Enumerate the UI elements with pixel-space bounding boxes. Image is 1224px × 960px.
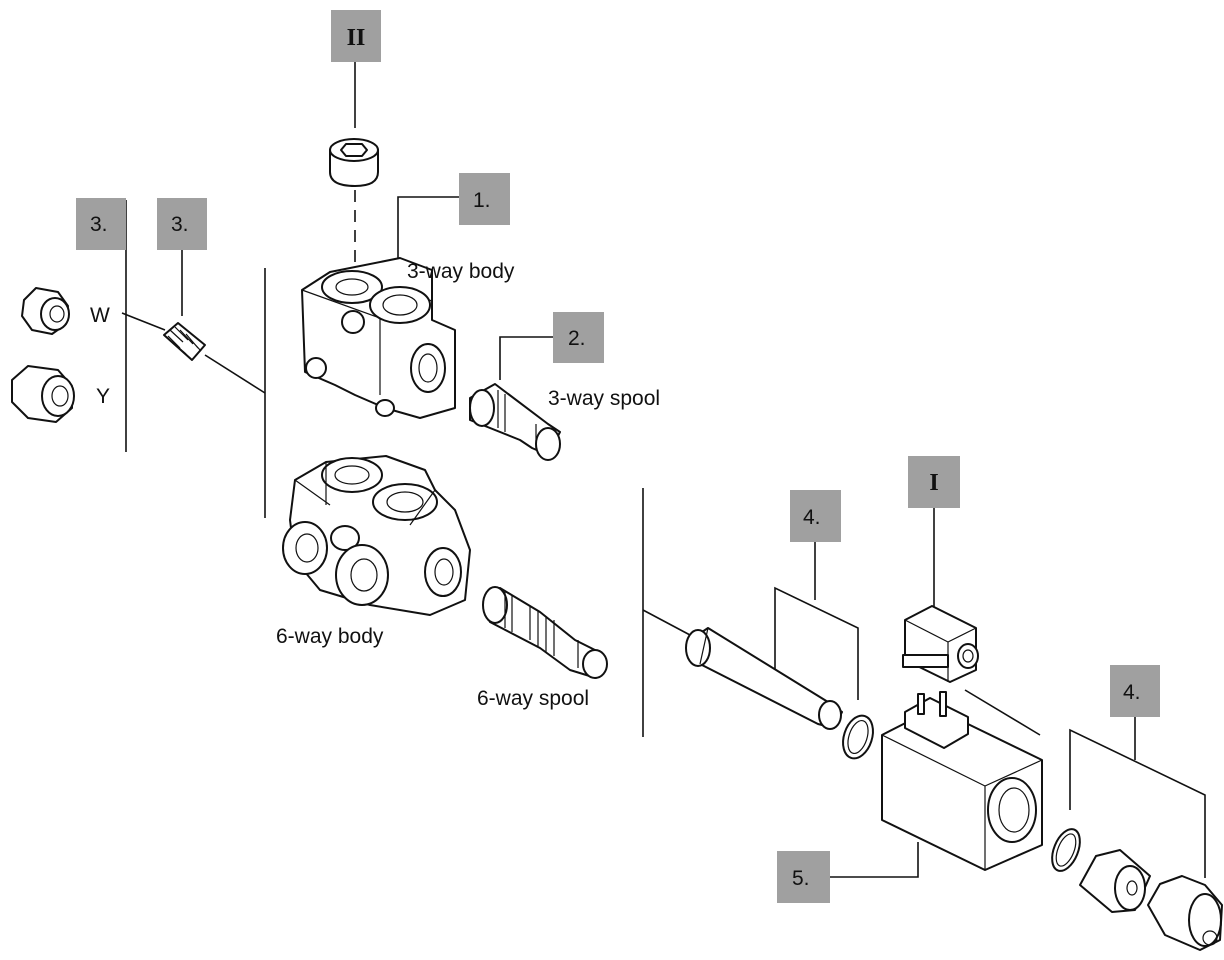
- tube-part: [685, 627, 843, 730]
- tag-3-spring: 3.: [157, 198, 207, 250]
- label-3way-spool: 3-way spool: [548, 387, 660, 410]
- adjuster-y-part: [11, 365, 75, 423]
- label-3way-body: 3-way body: [407, 260, 515, 283]
- svg-text:I: I: [929, 470, 938, 496]
- svg-text:3.: 3.: [171, 213, 189, 236]
- tag-3-left: 3.: [76, 198, 126, 250]
- svg-text:II: II: [347, 25, 366, 51]
- o-ring-right-part: [1051, 828, 1081, 872]
- cap-part: [1147, 875, 1223, 951]
- tag-2: 2.: [553, 312, 604, 363]
- body-6way-part: [282, 455, 471, 616]
- spool-6way-part: [482, 586, 608, 679]
- coil-part: [881, 691, 1043, 871]
- spool-3way-part: [469, 383, 561, 461]
- adjuster-w-part: [21, 287, 70, 335]
- connector-part: [902, 605, 979, 683]
- tag-5: 5.: [777, 851, 830, 903]
- nut-part: [1079, 849, 1151, 913]
- svg-text:5.: 5.: [792, 867, 810, 890]
- leader-lines: [121, 62, 1206, 878]
- svg-text:4.: 4.: [1123, 681, 1141, 704]
- o-ring-left-part: [842, 714, 874, 760]
- svg-text:4.: 4.: [803, 506, 821, 529]
- label-6way-spool: 6-way spool: [477, 687, 589, 710]
- plug-part: [329, 138, 379, 187]
- svg-text:3.: 3.: [90, 213, 108, 236]
- label-variant-y: Y: [96, 385, 110, 408]
- label-6way-body: 6-way body: [276, 625, 384, 648]
- tag-i: I: [908, 456, 960, 508]
- body-3way-part: [301, 257, 456, 419]
- svg-text:2.: 2.: [568, 327, 586, 350]
- label-variant-w: W: [90, 304, 110, 327]
- tag-1: 1.: [459, 173, 510, 225]
- tag-4-tube: 4.: [790, 490, 841, 542]
- svg-text:1.: 1.: [473, 189, 491, 212]
- spring-part: [163, 322, 206, 361]
- tag-4-nut: 4.: [1110, 665, 1160, 717]
- tag-ii: II: [331, 10, 381, 62]
